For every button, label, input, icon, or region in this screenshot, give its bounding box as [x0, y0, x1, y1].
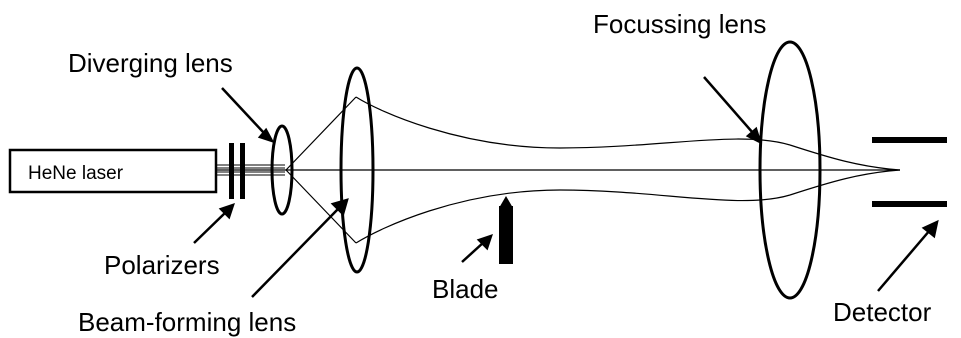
blade — [499, 196, 513, 264]
converging-beam — [789, 144, 901, 196]
blade-label: Blade — [432, 274, 499, 304]
focussing-lens — [758, 40, 822, 300]
detector-label: Detector — [833, 297, 932, 327]
polarizers-label: Polarizers — [104, 250, 220, 280]
diverging-lens — [270, 124, 294, 216]
annotation-arrows — [193, 76, 939, 298]
detector — [872, 137, 947, 207]
hene-laser-box — [8, 148, 218, 194]
beam-forming-lens-label: Beam-forming lens — [78, 307, 296, 337]
diverging-lens-label: Diverging lens — [68, 48, 233, 78]
beam-forming-lens — [339, 66, 375, 274]
beam-envelope — [355, 96, 791, 244]
focussing-lens-label: Focussing lens — [593, 9, 766, 39]
polarizers — [229, 143, 245, 199]
hene-laser-label: HeNe laser — [28, 163, 124, 184]
